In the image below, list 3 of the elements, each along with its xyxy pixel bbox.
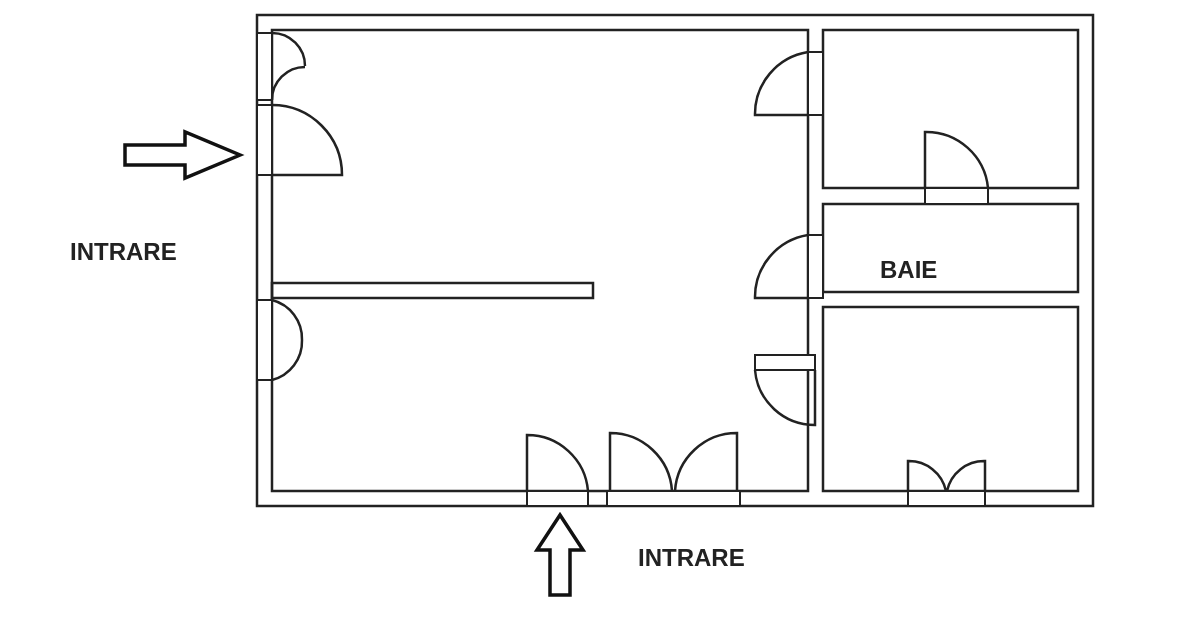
room-label: INTRARE — [638, 544, 745, 572]
room-label: INTRARE — [70, 238, 177, 266]
room-label: BAIE — [880, 256, 938, 284]
